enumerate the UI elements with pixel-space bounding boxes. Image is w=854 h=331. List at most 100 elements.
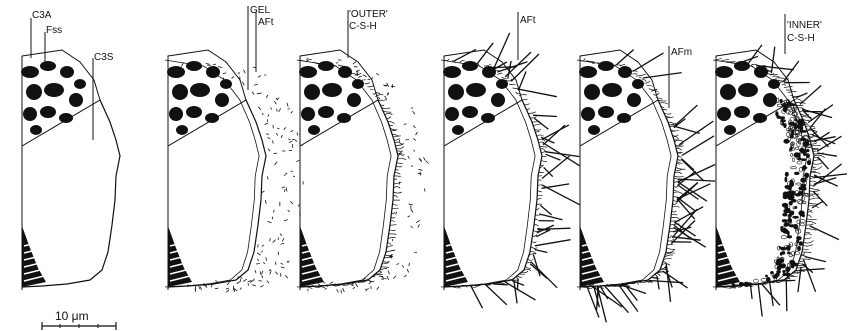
- csh-foil: [789, 276, 798, 277]
- gel-speck: [281, 135, 282, 138]
- gel-speck: [282, 187, 285, 188]
- inner-csh-speck: [793, 263, 798, 266]
- csh-foil: [390, 224, 396, 225]
- aft-needle: [682, 159, 694, 170]
- interstitial-mottle: [186, 61, 202, 71]
- gel-speck: [270, 238, 271, 241]
- gel-speck: [282, 238, 284, 241]
- csh-foil: [799, 261, 804, 262]
- stage-3-outer-csh: [297, 50, 429, 293]
- gel-speck: [318, 283, 320, 285]
- inner-csh-speck: [783, 270, 786, 272]
- gel-speck: [405, 140, 409, 141]
- inner-csh-speck: [785, 273, 790, 276]
- gel-speck: [268, 149, 270, 151]
- inner-csh-speck: [783, 273, 786, 276]
- aft-needle: [605, 286, 629, 313]
- gel-speck: [281, 243, 285, 244]
- inner-csh-speck: [801, 159, 806, 161]
- interstitial-mottle: [21, 66, 39, 78]
- interstitial-mottle: [347, 93, 361, 107]
- gel-speck: [413, 138, 416, 140]
- gel-speck: [418, 224, 420, 227]
- gel-speck: [255, 270, 256, 273]
- inner-csh-speck: [786, 267, 790, 272]
- gel-speck: [402, 155, 405, 156]
- csh-foil: [517, 276, 523, 277]
- gel-speck: [275, 272, 277, 275]
- csh-foil: [667, 117, 670, 119]
- interstitial-mottle: [720, 84, 736, 100]
- aft-needle: [540, 205, 551, 215]
- gel-speck: [265, 200, 266, 204]
- gel-speck: [273, 141, 274, 144]
- gel-speck: [266, 95, 268, 98]
- gel-speck: [291, 171, 293, 172]
- gel-speck: [288, 139, 290, 140]
- csh-foil: [524, 104, 530, 105]
- inner-csh-speck: [785, 177, 787, 182]
- csh-foil: [675, 140, 679, 142]
- aft-needle: [486, 285, 507, 305]
- csh-foil: [387, 243, 391, 245]
- inner-csh-speck: [796, 183, 802, 185]
- csh-foil: [393, 136, 401, 137]
- gel-speck: [260, 285, 263, 287]
- csh-foil: [389, 125, 393, 126]
- inner-csh-speck: [794, 154, 799, 157]
- label-gel: GEL: [250, 5, 270, 16]
- csh-foil: [537, 135, 544, 136]
- label-aft-stage-2: AFt: [258, 17, 274, 28]
- csh-foil: [385, 113, 393, 114]
- inner-csh-speck: [794, 172, 799, 175]
- csh-foil: [528, 259, 534, 260]
- csh-foil: [531, 247, 538, 249]
- csh-foil: [800, 259, 811, 260]
- csh-foil: [525, 266, 531, 268]
- gel-speck: [343, 288, 345, 292]
- gel-speck: [288, 261, 289, 263]
- aft-needle: [542, 156, 570, 178]
- inner-csh-speck: [779, 247, 781, 249]
- gel-speck: [268, 115, 269, 117]
- gel-speck: [407, 269, 409, 273]
- gel-speck: [353, 287, 355, 289]
- interstitial-mottle: [215, 93, 229, 107]
- inner-csh-speck: [784, 139, 790, 143]
- gel-speck: [266, 134, 269, 135]
- gel-speck: [274, 162, 277, 165]
- interstitial-mottle: [443, 66, 461, 78]
- gel-speck: [215, 281, 217, 282]
- gel-speck: [330, 282, 333, 284]
- interstitial-mottle: [30, 125, 42, 135]
- csh-foil: [393, 192, 402, 193]
- inner-csh-speck: [806, 149, 809, 152]
- csh-foil: [538, 139, 545, 141]
- csh-foil: [383, 261, 389, 262]
- csh-foil: [536, 131, 540, 132]
- gel-speck: [402, 265, 404, 267]
- csh-foil: [396, 146, 404, 149]
- interstitial-mottle: [466, 83, 486, 97]
- csh-foil: [672, 211, 676, 212]
- gel-speck: [292, 139, 294, 140]
- gel-speck: [242, 82, 244, 86]
- csh-foil: [393, 196, 397, 198]
- gel-speck: [273, 210, 274, 213]
- aft-needle: [673, 126, 699, 133]
- csh-foil: [524, 269, 531, 270]
- gel-speck: [284, 220, 288, 221]
- gel-speck: [376, 73, 379, 75]
- gel-speck: [262, 191, 265, 193]
- csh-foil: [792, 273, 799, 274]
- csh-foil: [395, 144, 404, 146]
- interstitial-mottle: [452, 125, 464, 135]
- csh-foil: [394, 138, 399, 140]
- interstitial-mottle: [205, 113, 219, 123]
- gel-speck: [262, 251, 263, 253]
- csh-foil: [666, 250, 674, 252]
- csh-foil: [389, 234, 397, 235]
- gel-speck: [263, 263, 265, 264]
- gel-speck: [271, 108, 272, 110]
- aft-needle: [786, 280, 787, 311]
